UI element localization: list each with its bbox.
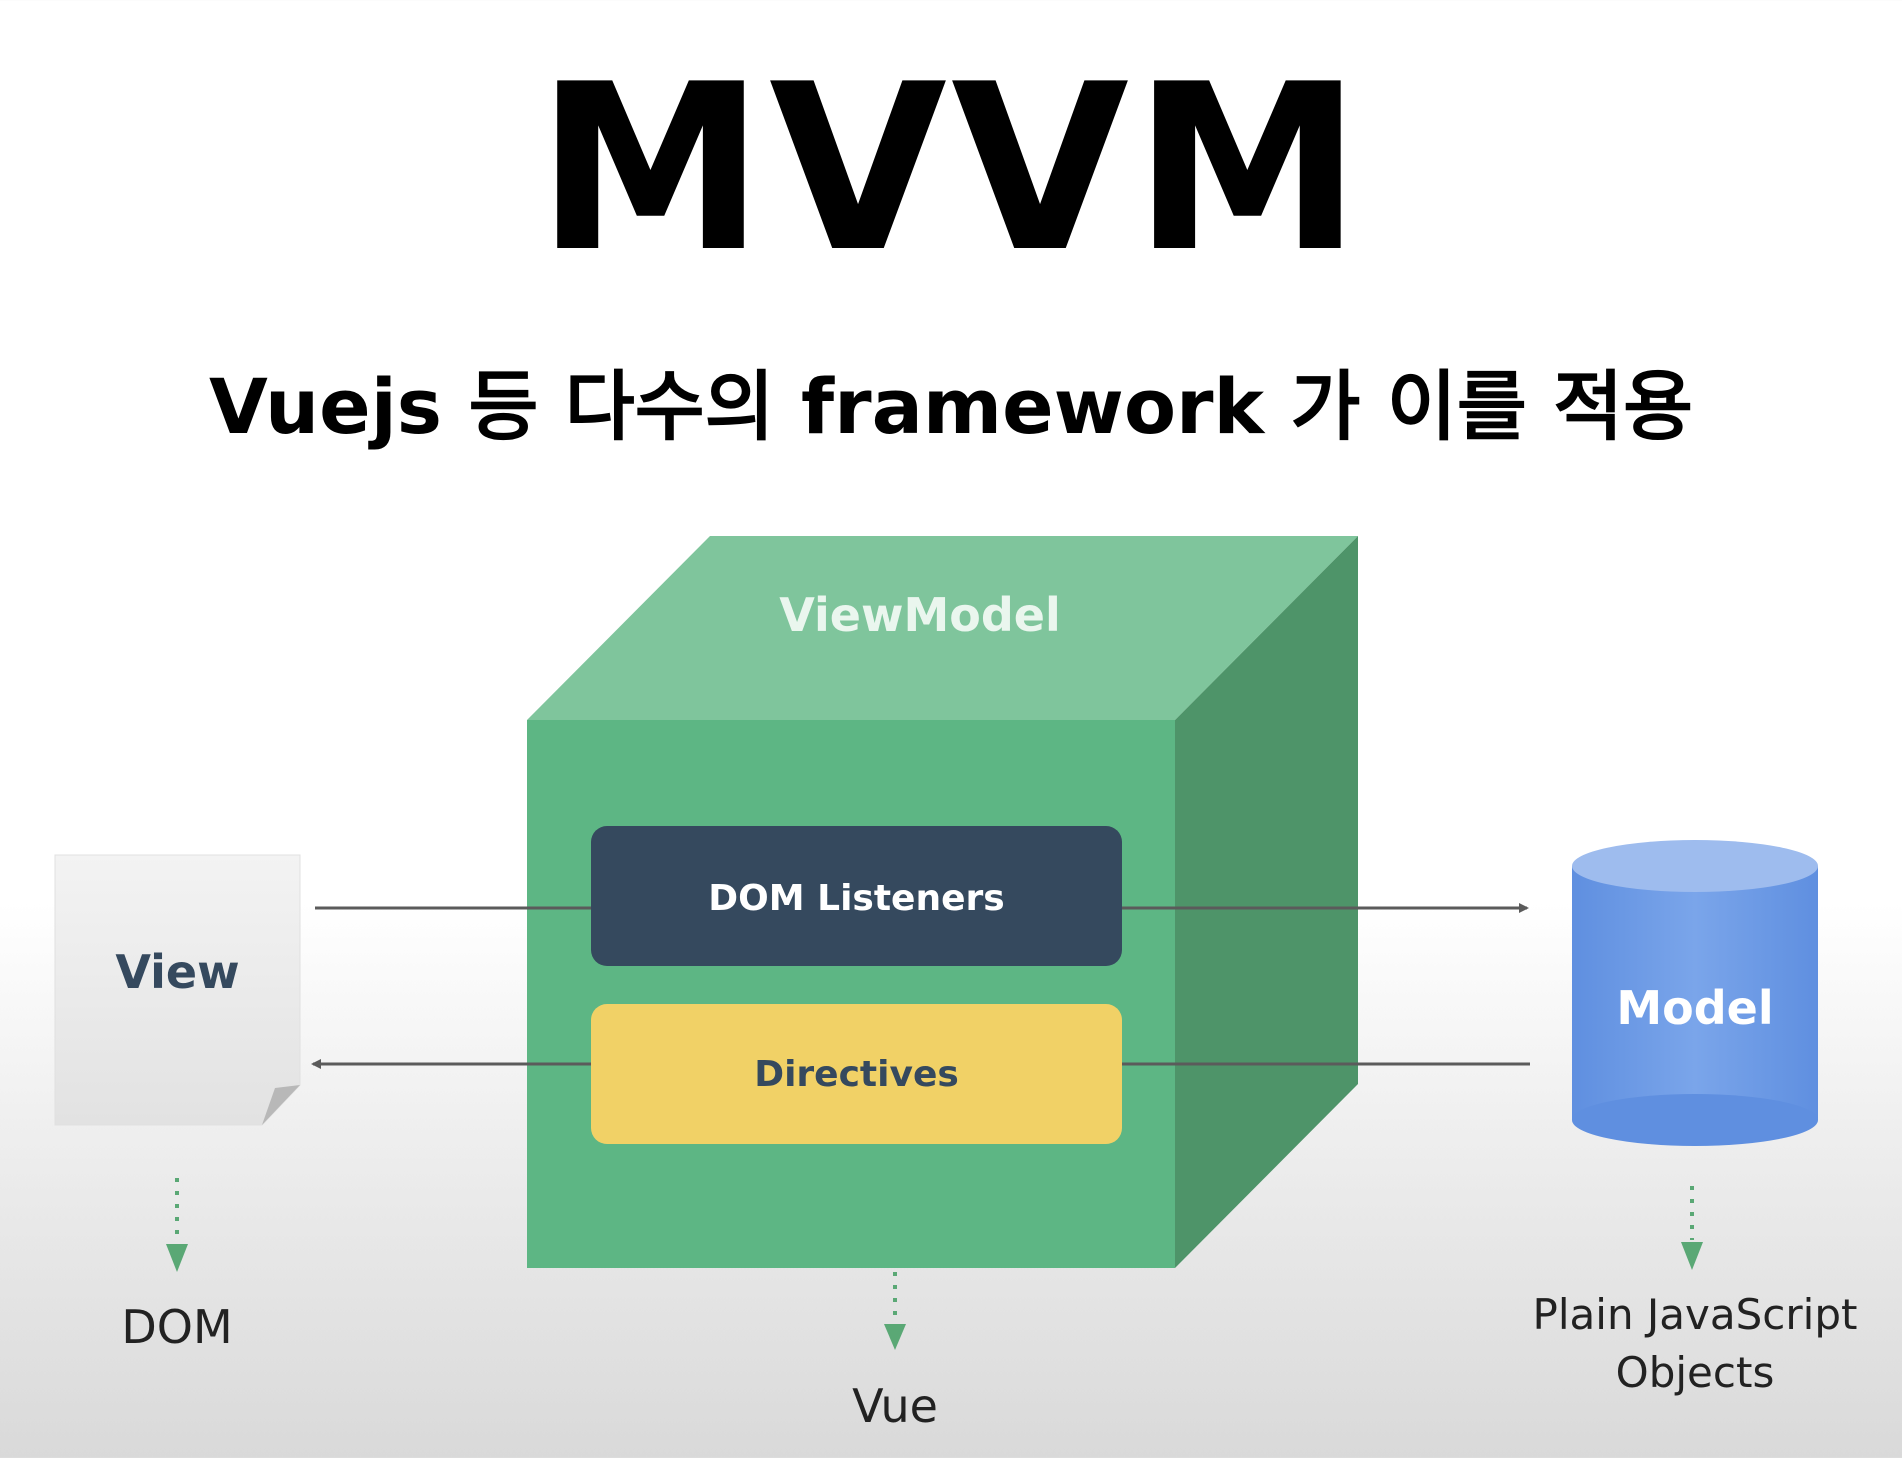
page-subtitle: Vuejs 등 다수의 framework 가 이를 적용	[208, 362, 1694, 451]
dom-caption: DOM	[121, 1300, 233, 1354]
view-document-fold	[262, 1085, 300, 1125]
directives-label: Directives	[754, 1054, 959, 1095]
dotted-arrow-viewmodel	[884, 1272, 906, 1350]
model-caption: Plain JavaScript Objects	[1480, 1286, 1902, 1402]
vue-caption: Vue	[852, 1379, 938, 1433]
model-caption-line1: Plain JavaScript	[1532, 1290, 1858, 1339]
directives-box	[591, 1004, 1122, 1144]
dotted-arrow-view	[166, 1178, 188, 1272]
view-label: View	[115, 945, 240, 999]
dom-listeners-box	[591, 826, 1122, 966]
model-cylinder	[1572, 840, 1818, 1146]
viewmodel-label: ViewModel	[779, 588, 1061, 642]
model-cylinder-top	[1572, 840, 1818, 892]
page-title: MVVM	[536, 36, 1366, 303]
view-document	[54, 854, 301, 1126]
model-label: Model	[1616, 981, 1774, 1035]
cube-side-face	[1175, 536, 1358, 1268]
cube-front-face	[527, 720, 1175, 1268]
dotted-arrow-model	[1681, 1186, 1703, 1270]
cube-top-face	[527, 536, 1358, 720]
model-caption-line2: Objects	[1615, 1348, 1775, 1397]
viewmodel-cube	[527, 536, 1358, 1268]
dom-listeners-label: DOM Listeners	[708, 878, 1005, 919]
